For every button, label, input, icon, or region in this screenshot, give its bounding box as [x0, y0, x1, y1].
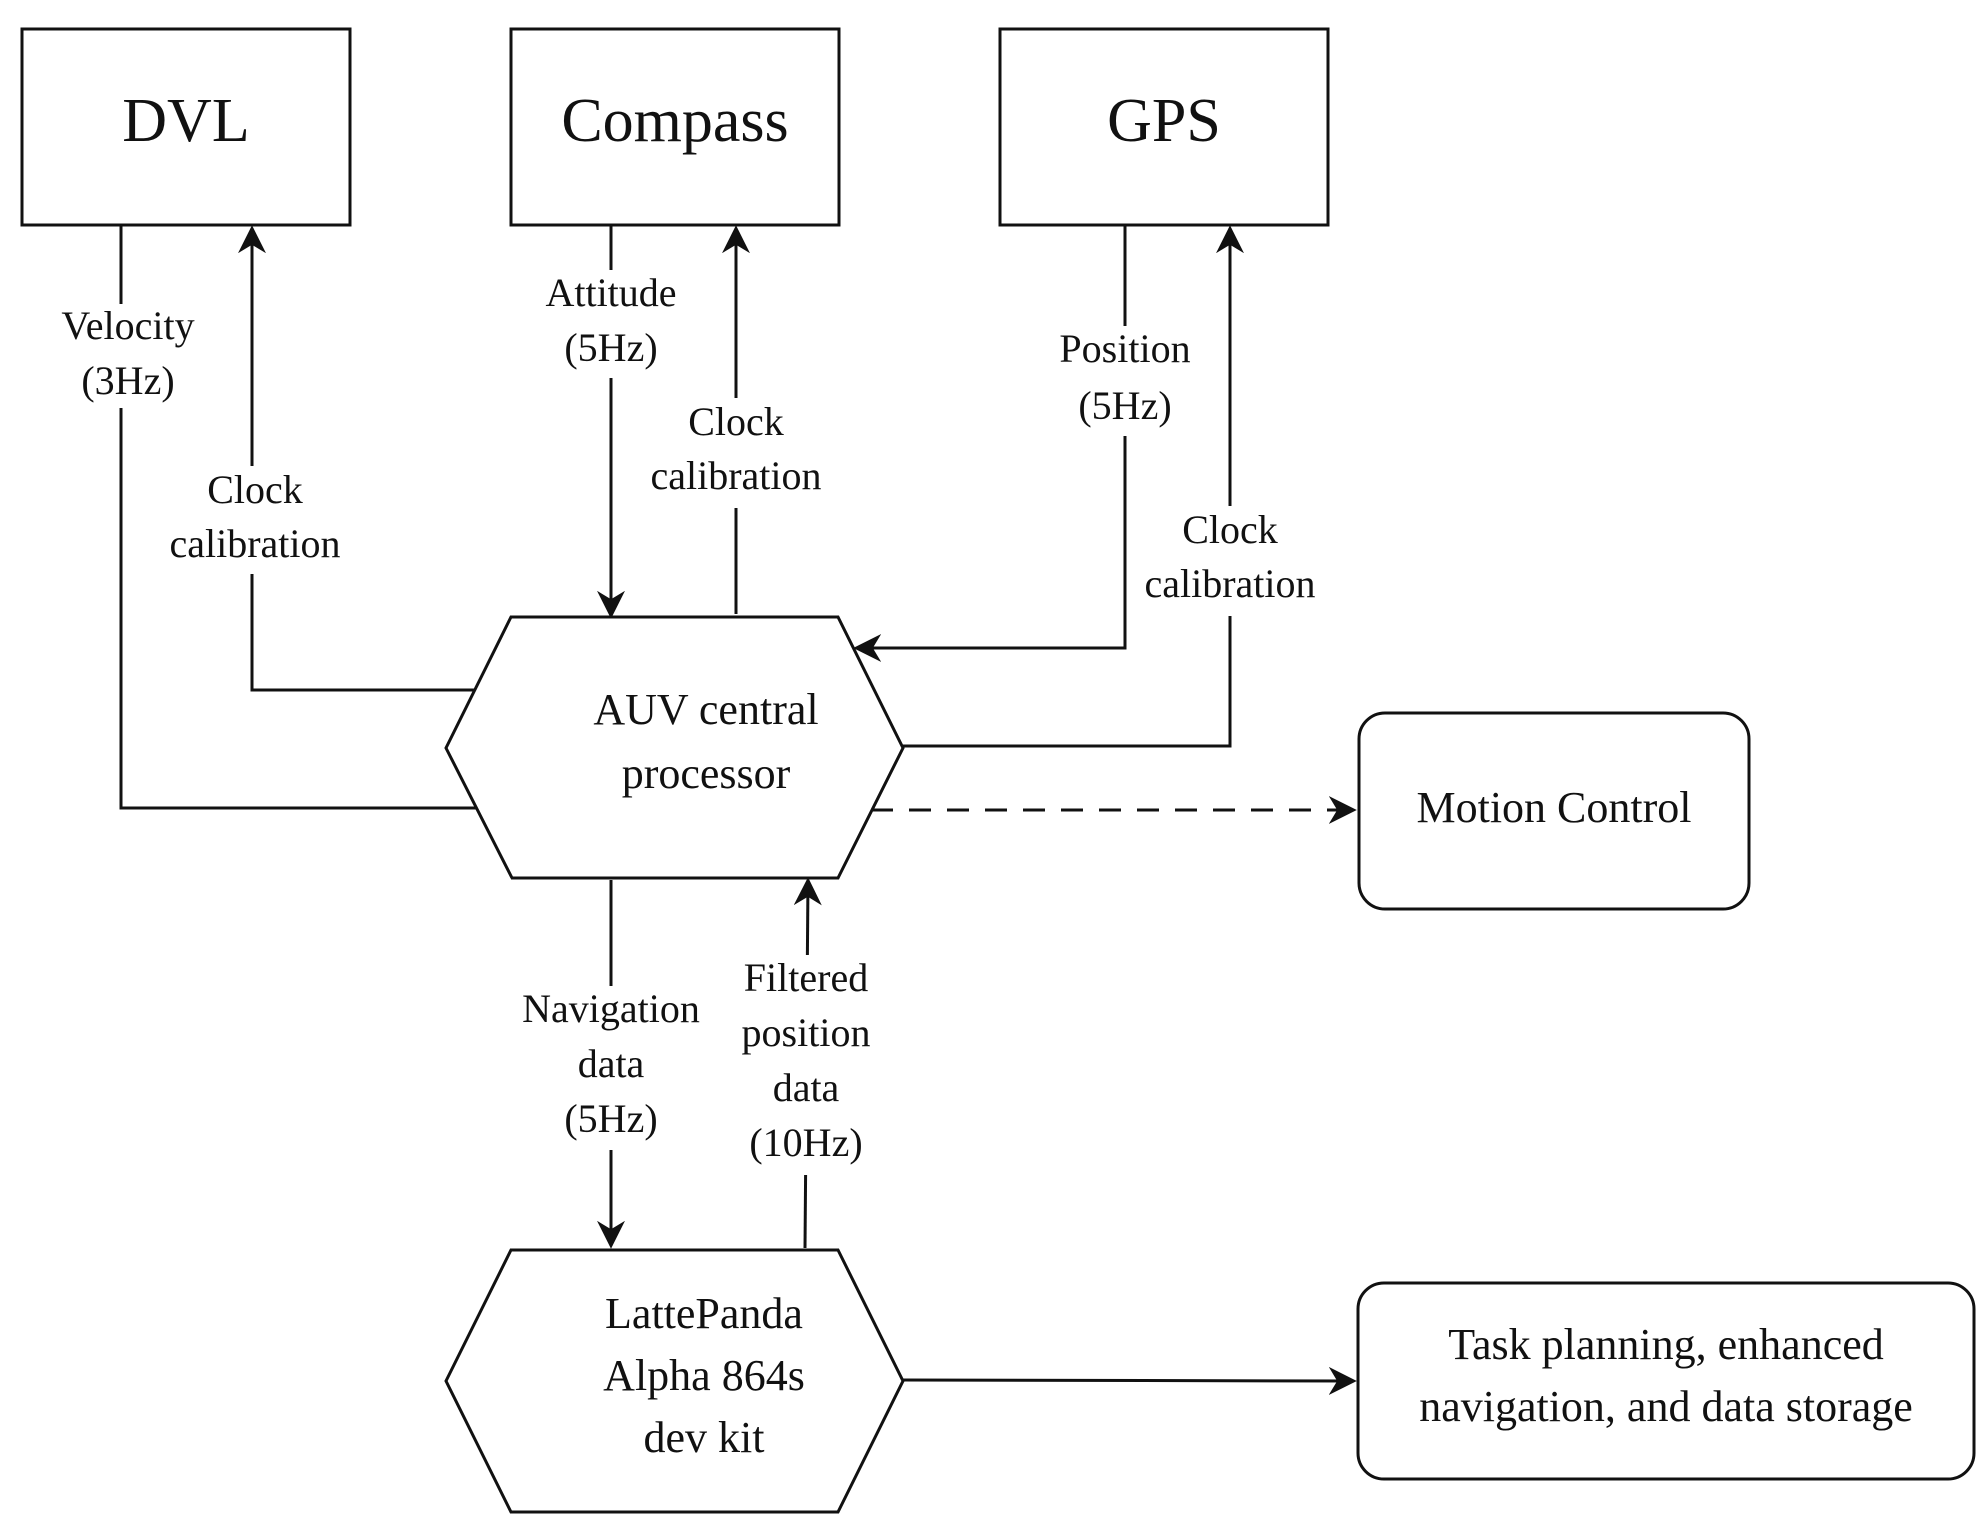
label-gps-clock-line-1: Clock: [1182, 507, 1278, 552]
label-gps-clock-line-2: calibration: [1144, 561, 1315, 606]
edge-dvl-velocity: [119, 226, 539, 822]
label-filtered-line-1: Filtered: [744, 955, 868, 1000]
edge-gps-position: [853, 226, 1127, 662]
label-gps-clock: Clock calibration: [1130, 506, 1330, 616]
label-nav-data: Navigation data (5Hz): [508, 986, 714, 1150]
dvl-label: DVL: [122, 87, 249, 155]
task-planning-box: Task planning, enhanced navigation, and …: [1356, 1281, 1976, 1481]
gps-box: GPS: [998, 27, 1330, 227]
label-compass-clock-line-1: Clock: [688, 399, 784, 444]
label-gps-position-line-1: Position: [1059, 326, 1190, 371]
edge-dvl-clock: [238, 225, 537, 692]
label-filtered-line-3: data: [773, 1065, 840, 1110]
auv-label-line-2: processor: [622, 749, 791, 798]
motion-control-label: Motion Control: [1416, 783, 1691, 832]
auv-central-processor: AUV central processor: [444, 615, 905, 880]
lattepanda-line-2: Alpha 864s: [603, 1351, 805, 1400]
lattepanda-line-1: LattePanda: [605, 1289, 803, 1338]
label-dvl-clock: Clock calibration: [154, 466, 354, 574]
lattepanda-line-3: dev kit: [644, 1413, 765, 1462]
label-nav-data-line-2: data: [578, 1041, 645, 1086]
label-filtered-line-2: position: [742, 1010, 871, 1055]
task-planning-line-2: navigation, and data storage: [1419, 1382, 1913, 1431]
label-nav-data-line-3: (5Hz): [564, 1096, 657, 1141]
compass-box: Compass: [509, 27, 841, 227]
label-dvl-velocity-line-2: (3Hz): [81, 358, 174, 403]
task-planning-line-1: Task planning, enhanced: [1448, 1320, 1884, 1369]
dvl-box: DVL: [20, 27, 352, 227]
label-nav-data-line-1: Navigation: [522, 986, 700, 1031]
label-dvl-velocity-line-1: Velocity: [61, 303, 194, 348]
label-compass-attitude: Attitude (5Hz): [530, 270, 692, 378]
label-compass-clock-line-2: calibration: [650, 453, 821, 498]
edge-gps-clock: [902, 225, 1244, 748]
label-gps-position-line-2: (5Hz): [1078, 383, 1171, 428]
label-compass-clock: Clock calibration: [634, 398, 838, 508]
auv-label-line-1: AUV central: [593, 685, 818, 734]
label-dvl-clock-line-2: calibration: [169, 521, 340, 566]
label-dvl-clock-line-1: Clock: [207, 467, 303, 512]
label-compass-attitude-line-2: (5Hz): [564, 325, 657, 370]
label-filtered-line-4: (10Hz): [749, 1120, 862, 1165]
gps-label: GPS: [1107, 87, 1221, 155]
label-dvl-velocity: Velocity (3Hz): [44, 303, 204, 408]
motion-control-box: Motion Control: [1357, 711, 1751, 911]
label-gps-position: Position (5Hz): [1044, 326, 1206, 436]
edge-task: [901, 1366, 1357, 1395]
lattepanda-node: LattePanda Alpha 864s dev kit: [444, 1248, 905, 1514]
compass-label: Compass: [561, 87, 788, 155]
label-compass-attitude-line-1: Attitude: [545, 270, 676, 315]
label-filtered-position: Filtered position data (10Hz): [726, 955, 886, 1175]
